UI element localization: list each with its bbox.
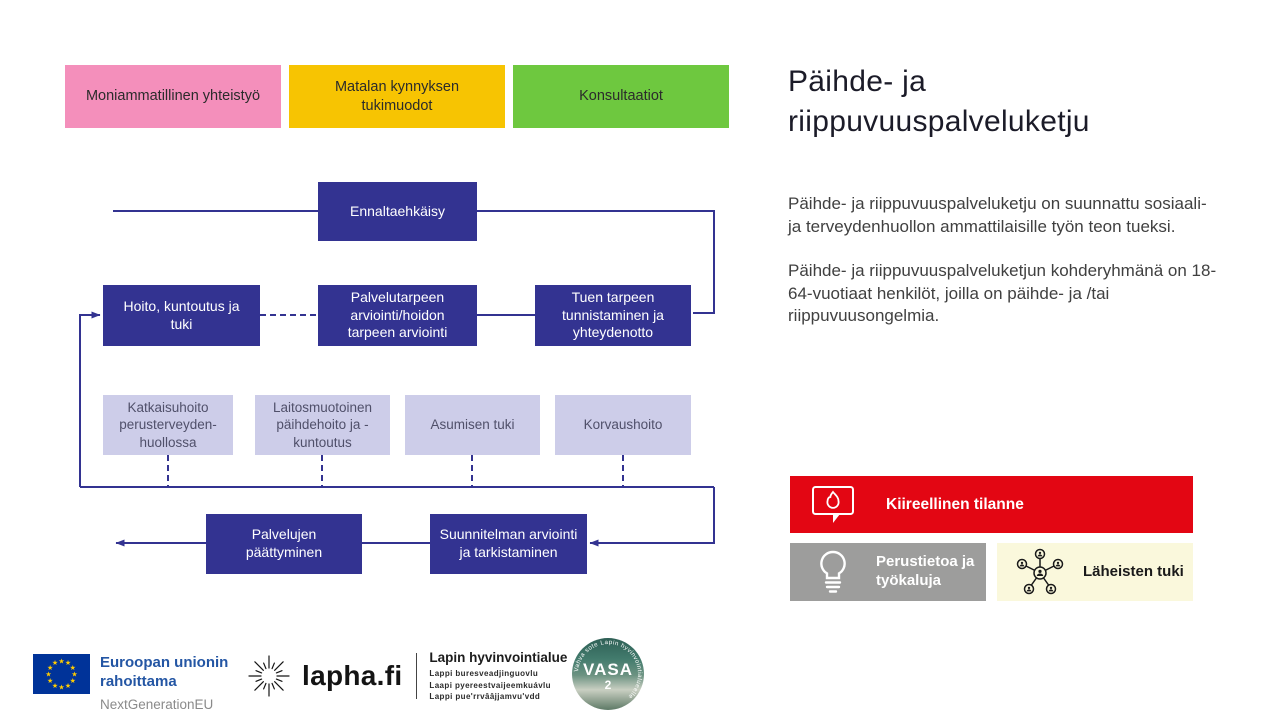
node-service-need-assessment[interactable]: Palvelutarpeen arviointi/hoidon tarpeen …: [318, 285, 477, 346]
vasa-number: 2: [604, 678, 612, 692]
flame-chat-icon: [790, 483, 876, 527]
node-label: Hoito, kuntoutus ja tuki: [123, 297, 240, 332]
node-service-ending[interactable]: Palvelujen päättyminen: [206, 514, 362, 574]
vasa2-ring-text: Vahva sote Lapin hyvinvointialueelle: [573, 639, 643, 700]
basic-info-tools-button[interactable]: Perustietoa ja työkaluja: [790, 543, 986, 601]
starburst-icon: [248, 655, 290, 697]
node-prevention[interactable]: Ennaltaehkäisy: [318, 182, 477, 241]
svg-text:★: ★: [47, 664, 53, 672]
svg-text:★: ★: [52, 682, 58, 690]
eu-program: NextGenerationEU: [100, 696, 214, 712]
eu-funded-line1: Euroopan unionin: [100, 654, 229, 671]
intro-text: Päihde- ja riippuvuuspalveluketju on suu…: [788, 193, 1218, 328]
svg-text:★: ★: [52, 659, 58, 667]
node-label: Suunnitelman arviointi ja tarkistaminen: [439, 526, 578, 560]
svg-text:★: ★: [71, 671, 77, 679]
intro-paragraph-2: Päihde- ja riippuvuuspalveluketjun kohde…: [788, 261, 1217, 326]
node-label: Palvelutarpeen arviointi/hoidon tarpeen …: [347, 288, 448, 341]
page-title: Päihde- ja riippuvuuspalveluketju: [788, 65, 1090, 138]
svg-text:★: ★: [65, 682, 71, 690]
svg-text:★: ★: [58, 658, 64, 666]
relatives-support-button[interactable]: Läheisten tuki: [997, 543, 1193, 601]
node-label: Palvelujen päättyminen: [245, 526, 323, 560]
node-care-rehab-support[interactable]: Hoito, kuntoutus ja tuki: [103, 285, 260, 346]
node-substitution-treatment[interactable]: Korvaushoito: [555, 395, 691, 455]
lapha-logo-block: lapha.fi Lapin hyvinvointialue Lappi bur…: [246, 650, 567, 703]
node-institutional-care[interactable]: Laitosmuotoinen päihdehoito ja -kuntoutu…: [255, 395, 390, 455]
flowchart-connectors: [79, 210, 715, 547]
svg-text:★: ★: [58, 684, 64, 692]
intro-paragraph-1: Päihde- ja riippuvuuspalveluketju on suu…: [788, 194, 1207, 236]
node-label: Korvaushoito: [583, 417, 663, 433]
legend-label: Matalan kynnyksen tukimuodot: [334, 78, 460, 114]
node-label: Laitosmuotoinen päihdehoito ja -kuntoutu…: [272, 400, 373, 450]
node-support-need-identification[interactable]: Tuen tarpeen tunnistaminen ja yhteydenot…: [535, 285, 691, 346]
node-housing-support[interactable]: Asumisen tuki: [405, 395, 540, 455]
lightbulb-icon: [790, 548, 876, 596]
region-sub-3: Lappi pue'rrvââjjamvu'vdd: [429, 692, 541, 702]
service-chain-flowchart: Ennaltaehkäisy Hoito, kuntoutus ja tuki …: [79, 182, 715, 574]
node-plan-review[interactable]: Suunnitelman arviointi ja tarkistaminen: [430, 514, 587, 574]
svg-text:★: ★: [65, 659, 71, 667]
divider: [416, 653, 418, 700]
node-label: Tuen tarpeen tunnistaminen ja yhteydenot…: [562, 288, 664, 341]
eu-funded-line2: rahoittama: [100, 672, 177, 690]
eu-funding-logo: ★★★ ★★★ ★★★ ★★★ Euroopan unionin rahoitt…: [33, 654, 228, 712]
svg-text:★: ★: [47, 677, 53, 685]
region-sub-1: Lappi buresveadjinguovlu: [429, 669, 539, 678]
lapha-wordmark: lapha.fi: [302, 660, 403, 692]
legend-consultations[interactable]: Konsultaatiot: [513, 65, 729, 128]
relatives-support-label: Läheisten tuki: [1083, 562, 1184, 580]
legend-label: Moniammatillinen yhteistyö: [85, 88, 261, 105]
legend-label: Konsultaatiot: [579, 88, 663, 105]
svg-text:★: ★: [45, 671, 51, 679]
vasa-word: VASA: [583, 660, 633, 679]
node-label: Asumisen tuki: [430, 417, 515, 433]
svg-text:★: ★: [70, 677, 76, 685]
region-sub-2: Laapi pyereestvaijeemkuávlu: [429, 680, 551, 690]
node-label: Katkaisuhoito perusterveyden- huollossa: [119, 400, 217, 450]
region-title: Lapin hyvinvointialue: [429, 650, 568, 665]
legend-multiprofessional[interactable]: Moniammatillinen yhteistyö: [65, 65, 281, 128]
basic-info-tools-label: Perustietoa ja työkaluja: [876, 553, 975, 589]
people-network-icon: [997, 547, 1083, 597]
svg-text:★: ★: [70, 664, 76, 672]
urgent-situation-label: Kiireellinen tilanne: [886, 495, 1024, 513]
legend-low-threshold[interactable]: Matalan kynnyksen tukimuodot: [289, 65, 505, 128]
eu-flag-icon: ★★★ ★★★ ★★★ ★★★: [33, 654, 90, 694]
urgent-situation-button[interactable]: Kiireellinen tilanne: [790, 476, 1193, 533]
vasa2-badge: Vahva sote Lapin hyvinvointialueelle VAS…: [572, 638, 644, 710]
node-detox-primary-care[interactable]: Katkaisuhoito perusterveyden- huollossa: [103, 395, 233, 455]
node-label: Ennaltaehkäisy: [350, 202, 445, 219]
